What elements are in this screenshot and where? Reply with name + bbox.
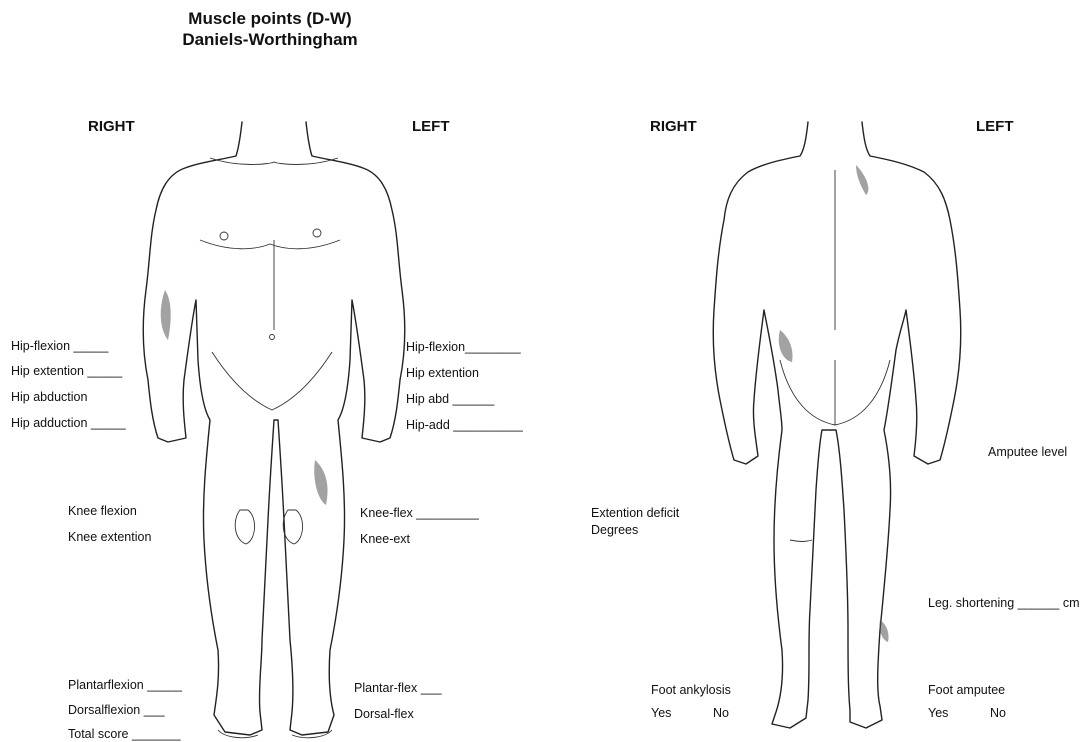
right-hip-flexion-field[interactable]: Hip-flexion _____ <box>11 339 108 353</box>
extension-deficit-field[interactable]: Extention deficit <box>591 506 679 520</box>
foot-amputee-yes-option[interactable]: Yes <box>928 706 948 720</box>
degrees-label: Degrees <box>591 523 638 537</box>
left-plantar-flex-field[interactable]: Plantar-flex ___ <box>354 681 442 695</box>
left-knee-flex-field[interactable]: Knee-flex _________ <box>360 506 479 520</box>
foot-amputee-label: Foot amputee <box>928 683 1005 697</box>
right-knee-flexion-field[interactable]: Knee flexion <box>68 504 137 518</box>
left-hip-abd-field[interactable]: Hip abd ______ <box>406 392 494 406</box>
right-hip-abduction-field[interactable]: Hip abduction <box>11 390 87 404</box>
left-hip-flexion-field[interactable]: Hip-flexion________ <box>406 340 521 354</box>
right-hip-extension-field[interactable]: Hip extention _____ <box>11 364 122 378</box>
title-line-2: Daniels-Worthingham <box>170 29 370 50</box>
right-knee-extension-field[interactable]: Knee extention <box>68 530 151 544</box>
page-title: Muscle points (D-W) Daniels-Worthingham <box>170 8 370 50</box>
foot-ankylosis-label: Foot ankylosis <box>651 683 731 697</box>
left-dorsal-flex-field[interactable]: Dorsal-flex <box>354 707 414 721</box>
foot-amputee-no-option[interactable]: No <box>990 706 1006 720</box>
amputee-level-field[interactable]: Amputee level <box>988 445 1067 459</box>
left-knee-ext-field[interactable]: Knee-ext <box>360 532 410 546</box>
back-right-label: RIGHT <box>650 118 697 135</box>
title-line-1: Muscle points (D-W) <box>170 8 370 29</box>
left-hip-extension-field[interactable]: Hip extention <box>406 366 479 380</box>
front-body-figure <box>143 122 405 738</box>
front-left-label: LEFT <box>412 118 450 135</box>
back-body-figure <box>713 122 961 728</box>
leg-shortening-field[interactable]: Leg. shortening ______ cm <box>928 596 1080 610</box>
back-left-label: LEFT <box>976 118 1014 135</box>
foot-ankylosis-yes-option[interactable]: Yes <box>651 706 671 720</box>
total-score-field[interactable]: Total score _______ <box>68 727 181 741</box>
right-dorsalflexion-field[interactable]: Dorsalflexion ___ <box>68 703 165 717</box>
front-right-label: RIGHT <box>88 118 135 135</box>
foot-ankylosis-no-option[interactable]: No <box>713 706 729 720</box>
right-plantarflexion-field[interactable]: Plantarflexion _____ <box>68 678 182 692</box>
right-hip-adduction-field[interactable]: Hip adduction _____ <box>11 416 126 430</box>
left-hip-add-field[interactable]: Hip-add __________ <box>406 418 523 432</box>
